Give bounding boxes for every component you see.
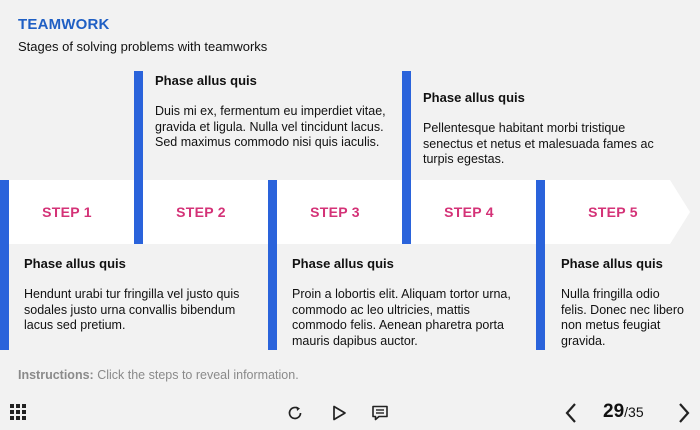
- page-counter: 29/35: [603, 401, 644, 423]
- page-subtitle: Stages of solving problems with teamwork…: [18, 39, 268, 54]
- instructions-label: Instructions:: [18, 368, 94, 382]
- prev-icon[interactable]: [560, 400, 582, 426]
- step-1-marker: [0, 180, 9, 350]
- step-3-heading: Phase allus quis: [292, 256, 394, 271]
- page-title: TEAMWORK: [18, 16, 110, 33]
- step-1-button[interactable]: STEP 1: [42, 204, 92, 220]
- step-2-info: Phase allus quis Duis mi ex, fermentum e…: [155, 73, 391, 151]
- step-4-info: Phase allus quis Pellentesque habitant m…: [423, 90, 659, 168]
- instructions-text: Click the steps to reveal information.: [97, 368, 299, 382]
- total-pages: /35: [624, 404, 644, 420]
- step-3-marker: [268, 180, 277, 350]
- step-2-heading: Phase allus quis: [155, 73, 257, 88]
- step-2-marker: [134, 71, 143, 244]
- step-3-info: Phase allus quis Proin a lobortis elit. …: [292, 256, 528, 349]
- instructions: Instructions: Click the steps to reveal …: [18, 368, 299, 382]
- step-4-heading: Phase allus quis: [423, 90, 525, 105]
- replay-icon[interactable]: [284, 402, 306, 424]
- step-2-text: Duis mi ex, fermentum eu imperdiet vitae…: [155, 104, 386, 149]
- step-5-button[interactable]: STEP 5: [588, 204, 638, 220]
- play-icon[interactable]: [328, 402, 350, 424]
- current-page: 29: [603, 401, 625, 422]
- step-2-button[interactable]: STEP 2: [176, 204, 226, 220]
- step-3-button[interactable]: STEP 3: [310, 204, 360, 220]
- step-1-info: Phase allus quis Hendunt urabi tur fring…: [24, 256, 260, 334]
- step-1-text: Hendunt urabi tur fringilla vel justo qu…: [24, 287, 240, 332]
- step-5-text: Nulla fringilla odio felis. Donec nec li…: [561, 287, 684, 348]
- menu-grid-icon[interactable]: [8, 402, 28, 422]
- step-4-marker: [402, 71, 411, 244]
- steps-band: [0, 180, 690, 244]
- step-5-marker: [536, 180, 545, 350]
- next-icon[interactable]: [673, 400, 695, 426]
- step-5-info: Phase allus quis Nulla fringilla odio fe…: [561, 256, 686, 349]
- step-1-heading: Phase allus quis: [24, 256, 126, 271]
- step-4-text: Pellentesque habitant morbi tristique se…: [423, 121, 654, 166]
- notes-icon[interactable]: [369, 402, 391, 424]
- step-4-button[interactable]: STEP 4: [444, 204, 494, 220]
- step-3-text: Proin a lobortis elit. Aliquam tortor ur…: [292, 287, 511, 348]
- step-5-heading: Phase allus quis: [561, 256, 663, 271]
